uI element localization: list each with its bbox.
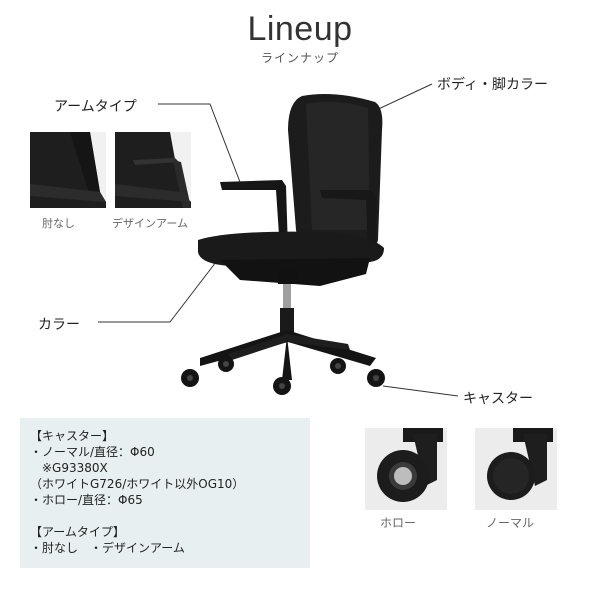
leader-line-caster: [382, 385, 459, 397]
spec-infobox: 【キャスター】 ・ノーマル/直径：Φ60 ※G93380X （ホワイトG726/…: [20, 418, 310, 568]
caster-thumb-hollow: [365, 428, 447, 510]
leader-line-color: [98, 261, 217, 323]
caster-heading: 【キャスター】: [30, 429, 115, 443]
page-subtitle: ラインナップ: [260, 51, 339, 65]
armless-chair-image: [30, 132, 106, 208]
spacer: [30, 508, 300, 524]
caster-line-color-note: （ホワイトG726/ホワイト以外OG10）: [30, 477, 245, 491]
leader-line-arm-type: [158, 103, 241, 183]
design-arm-chair-image: [115, 132, 191, 208]
label-caster: キャスター: [463, 391, 533, 407]
caster-thumb-normal-caption: ノーマル: [486, 516, 535, 530]
arm-thumb-armless: [30, 132, 106, 208]
label-arm-type: アームタイプ: [54, 99, 137, 115]
arm-thumb-design-arm-caption: デザインアーム: [112, 217, 189, 230]
caster-thumb-hollow-caption: ホロー: [380, 516, 417, 530]
arm-heading: 【アームタイプ】: [30, 525, 125, 539]
caster-line-part-number: ※G93380X: [30, 461, 108, 475]
label-body-color: ボディ・脚カラー: [437, 77, 549, 93]
caster-line-normal: ・ノーマル/直径：Φ60: [30, 445, 155, 459]
leader-line-body-color: [371, 83, 433, 113]
hollow-caster-image: [377, 428, 443, 502]
chair-image: [181, 94, 385, 395]
arm-thumb-armless-caption: 肘なし: [42, 217, 75, 230]
caster-line-hollow: ・ホロー/直径：Φ65: [30, 493, 143, 507]
arm-line: ・肘なし ・デザインアーム: [30, 541, 185, 555]
arm-thumb-design-arm: [115, 132, 191, 208]
label-color: カラー: [38, 317, 80, 333]
normal-caster-image: [487, 428, 553, 500]
page-title: Lineup: [247, 10, 353, 48]
caster-thumb-normal: [475, 428, 557, 510]
